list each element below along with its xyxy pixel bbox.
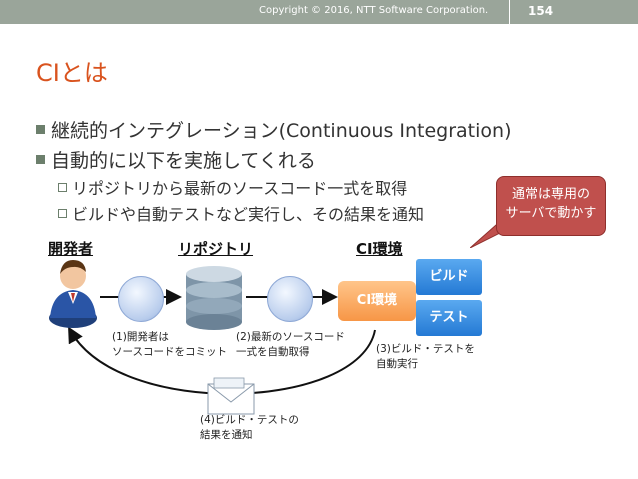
bullet-square-icon	[36, 155, 45, 164]
step-3-caption: (3)ビルド・テストを 自動実行	[376, 343, 475, 370]
header-divider	[509, 0, 510, 24]
sub-bullet-2: ビルドや自動テストなど実行し、その結果を通知	[58, 201, 424, 225]
sub-bullet-2-text: ビルドや自動テストなど実行し、その結果を通知	[72, 205, 425, 224]
source-document-icon	[118, 276, 164, 322]
developer-header: 開発者	[48, 240, 94, 258]
envelope-icon	[207, 377, 255, 415]
test-box: テスト	[416, 300, 482, 336]
callout-line-2: サーバで動かす	[505, 206, 597, 221]
developer-icon	[49, 260, 97, 328]
slide-title: CIとは	[36, 59, 108, 87]
repository-header: リポジトリ	[178, 240, 254, 258]
ci-environment-box: CI環境	[338, 281, 416, 321]
step-4-caption: (4)ビルド・テストの 結果を通知	[200, 414, 299, 441]
sub-bullet-1-text: リポジトリから最新のソースコード一式を取得	[72, 179, 408, 198]
step-1-caption: (1)開発者は ソースコードをコミット	[112, 331, 227, 358]
bullet-1: 継続的インテグレーション(Continuous Integration)	[36, 116, 512, 143]
bullet-1-text: 継続的インテグレーション(Continuous Integration)	[51, 120, 512, 142]
page-number: 154	[528, 4, 554, 18]
bullet-box-icon	[58, 183, 67, 192]
bullet-box-icon	[58, 209, 67, 218]
callout-box: 通常は専用の サーバで動かす	[496, 176, 606, 236]
ci-env-header: CI環境	[356, 240, 403, 258]
sub-bullet-1: リポジトリから最新のソースコード一式を取得	[58, 175, 407, 199]
bullet-2: 自動的に以下を実施してくれる	[36, 146, 316, 173]
bullet-2-text: 自動的に以下を実施してくれる	[51, 150, 316, 172]
build-box: ビルド	[416, 259, 482, 295]
callout-line-1: 通常は専用の	[511, 187, 590, 202]
source-document-icon	[267, 276, 313, 322]
bullet-square-icon	[36, 125, 45, 134]
header-bar: Copyright © 2016, NTT Software Corporati…	[0, 0, 638, 24]
database-icon	[186, 266, 242, 330]
step-2-caption: (2)最新のソースコード 一式を自動取得	[236, 331, 345, 358]
copyright-text: Copyright © 2016, NTT Software Corporati…	[259, 5, 489, 16]
